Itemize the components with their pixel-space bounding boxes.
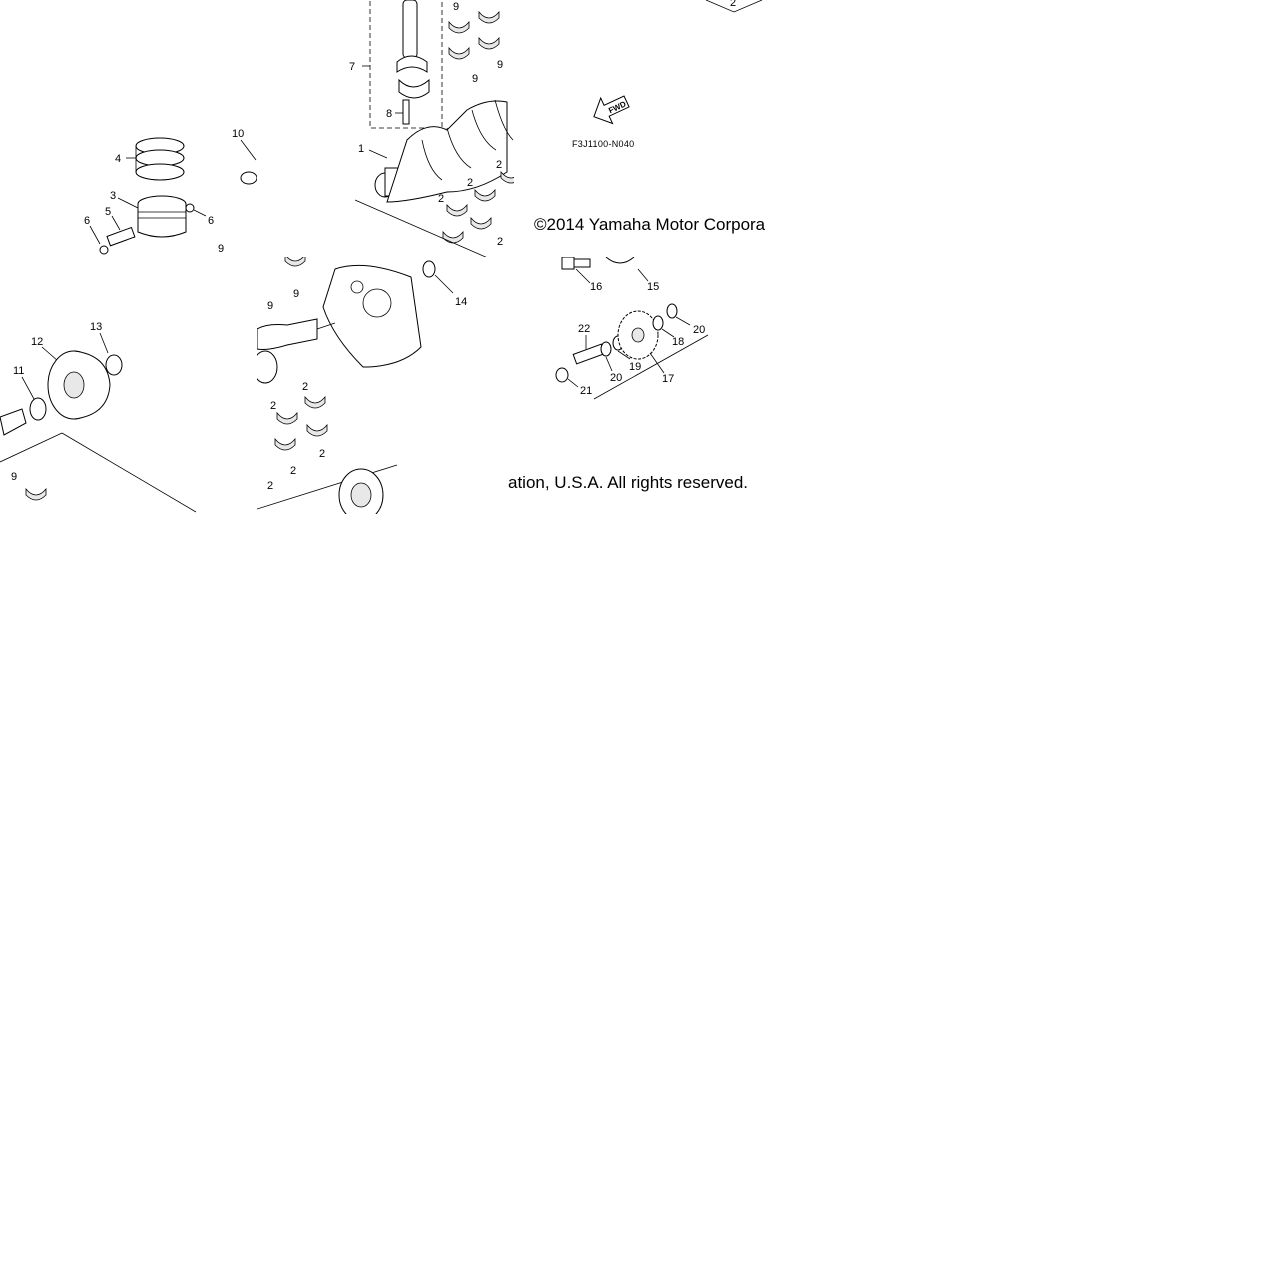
fwd-arrow-icon: FWD — [593, 95, 630, 125]
callout-2: 2 — [319, 448, 325, 460]
plug-icon — [422, 260, 436, 278]
callout-17: 17 — [662, 373, 674, 385]
callout-2: 2 — [438, 193, 444, 205]
conrod-bolt-icon — [402, 99, 410, 125]
callout-2: 2 — [270, 400, 276, 412]
callout-9: 9 — [267, 300, 273, 312]
copyright-text-bottom: ation, U.S.A. All rights reserved. — [508, 473, 748, 492]
callout-22: 22 — [578, 323, 590, 335]
callout-9: 9 — [472, 73, 478, 85]
callout-15: 15 — [647, 281, 659, 293]
callout-14: 14 — [455, 296, 467, 308]
piston-rings-icon — [135, 137, 185, 181]
idler-gear-icon — [617, 310, 659, 360]
svg-text:FWD: FWD — [607, 99, 628, 115]
callout-2: 2 — [497, 236, 503, 248]
callout-2: 2 — [290, 465, 296, 477]
circlip-icon — [666, 303, 678, 319]
callout-20: 20 — [693, 324, 705, 336]
callout-5: 5 — [105, 206, 111, 218]
callout-2: 2 — [302, 381, 308, 393]
piston-icon — [137, 195, 187, 238]
idler-shaft-icon — [572, 343, 606, 365]
callout-9: 9 — [497, 59, 503, 71]
crankcase-tile: 9 9 9 14 2 2 2 2 2 — [257, 257, 514, 514]
conrod-group-box — [369, 0, 443, 129]
callout-9: 9 — [218, 243, 224, 255]
damper-icon — [105, 354, 123, 376]
diagram-code: F3J1100-N040 — [572, 139, 634, 149]
flange-bolt-icon — [561, 257, 591, 270]
callout-8: 8 — [386, 108, 392, 120]
oil-seal-icon — [240, 171, 257, 185]
piston-pin-icon — [106, 226, 136, 247]
crankshaft-end-icon — [257, 318, 318, 384]
callout-7: 7 — [349, 61, 355, 73]
crankcase-cover-icon — [322, 264, 422, 368]
connecting-rod-icon — [396, 0, 430, 99]
callout-12: 12 — [31, 336, 43, 348]
shaft-end-icon — [0, 408, 27, 436]
callout-9: 9 — [453, 1, 459, 13]
callout-6: 6 — [84, 215, 90, 227]
callout-13: 13 — [90, 321, 102, 333]
crankshaft-tile: 7 8 9 9 9 1 — [257, 0, 514, 257]
circlip-icon — [99, 245, 109, 255]
coupling-tile: 12 13 11 9 — [0, 257, 257, 514]
callout-10: 10 — [232, 128, 244, 140]
bushing-icon — [555, 367, 569, 383]
callout-19: 19 — [629, 361, 641, 373]
bearing-icon — [652, 315, 664, 331]
callout-2: 2 — [467, 177, 473, 189]
lower-bearings-icon — [274, 395, 328, 451]
callout-16: 16 — [590, 281, 602, 293]
coupling-hub-icon — [47, 350, 111, 420]
callout-9: 9 — [293, 288, 299, 300]
callout-3: 3 — [110, 190, 116, 202]
washer-icon — [600, 341, 612, 357]
callout-21: 21 — [580, 385, 592, 397]
crankshaft-icon — [374, 99, 514, 203]
callout-2: 2 — [730, 0, 736, 9]
callout-2: 2 — [496, 159, 502, 171]
callout-18: 18 — [672, 336, 684, 348]
piston-tile: 4 3 5 6 6 10 9 — [0, 0, 257, 257]
starter-gear-icon — [338, 468, 384, 514]
callout-2: 2 — [267, 480, 273, 492]
circlip-icon — [185, 203, 195, 213]
idler-gear-tile: 16 15 22 21 20 19 17 18 20 — [514, 257, 771, 514]
fwd-tile: 2 FWD F3J1100-N040 — [514, 0, 771, 257]
gear-cover-icon — [605, 257, 635, 264]
callout-4: 4 — [115, 153, 121, 165]
callout-6: 6 — [208, 215, 214, 227]
callout-11: 11 — [13, 365, 24, 377]
callout-9: 9 — [11, 471, 17, 483]
callout-20: 20 — [610, 372, 622, 384]
callout-1: 1 — [358, 143, 364, 155]
copyright-text-top: ©2014 Yamaha Motor Corpora — [534, 215, 766, 234]
washer-icon — [29, 397, 47, 421]
bearing-set-icon — [448, 10, 500, 60]
